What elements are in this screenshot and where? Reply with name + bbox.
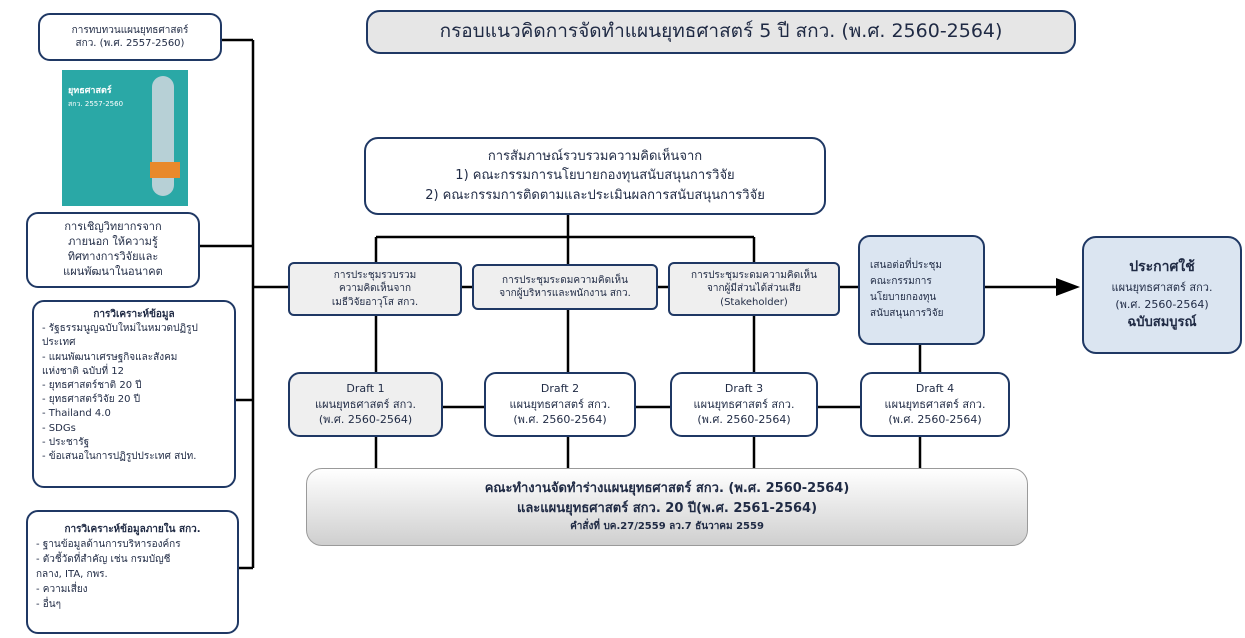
internal-item: - ฐานข้อมูลด้านการบริหารองค์กร xyxy=(36,539,181,550)
committee-line: คณะทำงานจัดทำร่างแผนยุทธศาสตร์ สกว. (พ.ศ… xyxy=(484,481,850,497)
committee-order: คำสั่งที่ บค.27/2559 ลว.7 ธันวาคม 2559 xyxy=(570,521,764,533)
meeting-box-staff: การประชุมระดมความคิดเห็น จากผู้บริหารและ… xyxy=(472,264,658,310)
meeting-line: จากผู้บริหารและพนักงาน สกว. xyxy=(499,288,631,299)
draft-2-box: Draft 2 แผนยุทธศาสตร์ สกว. (พ.ศ. 2560-25… xyxy=(484,372,636,437)
analysis-item: - แผนพัฒนาเศรษฐกิจและสังคม xyxy=(42,351,178,363)
internal-item: - อื่นๆ xyxy=(36,599,61,610)
announce-line: (พ.ศ. 2560-2564) xyxy=(1115,297,1209,311)
expert-box: การเชิญวิทยากรจาก ภายนอก ให้ความรู้ ทิศท… xyxy=(26,212,200,288)
expert-line: การเชิญวิทยากรจาก xyxy=(64,220,162,234)
internal-item: - ตัวชี้วัดที่สำคัญ เช่น กรมบัญชี xyxy=(36,554,171,565)
cover-stripe xyxy=(152,76,174,196)
analysis-item: ประเทศ xyxy=(42,337,76,349)
diagram-title: กรอบแนวคิดการจัดทำแผนยุทธศาสตร์ 5 ปี สกว… xyxy=(439,20,1003,43)
draft-4-box: Draft 4 แผนยุทธศาสตร์ สกว. (พ.ศ. 2560-25… xyxy=(860,372,1010,437)
interview-line: 2) คณะกรรมการติดตามและประเมินผลการสนับสน… xyxy=(425,187,765,203)
expert-line: ทิศทางการวิจัยและ xyxy=(67,250,159,263)
draft-3-box: Draft 3 แผนยุทธศาสตร์ สกว. (พ.ศ. 2560-25… xyxy=(670,372,818,437)
meeting-line: (Stakeholder) xyxy=(720,296,788,308)
propose-line: คณะกรรมการ xyxy=(870,276,932,287)
internal-heading: การวิเคราะห์ข้อมูลภายใน สกว. xyxy=(64,524,201,535)
meeting-line: เมธีวิจัยอาวุโส สกว. xyxy=(331,296,419,308)
draft-line: แผนยุทธศาสตร์ สกว. xyxy=(884,397,986,411)
analysis-item: - ยุทธศาสตร์ชาติ 20 ปี xyxy=(42,379,142,391)
diagram-title-box: กรอบแนวคิดการจัดทำแผนยุทธศาสตร์ 5 ปี สกว… xyxy=(366,10,1076,54)
expert-line: ภายนอก ให้ความรู้ xyxy=(68,235,158,249)
analysis-box: การวิเคราะห์ข้อมูล - รัฐธรรมนูญฉบับใหม่ใ… xyxy=(32,300,236,488)
cover-orange-band xyxy=(150,162,180,178)
analysis-item: - ข้อเสนอในการปฏิรูปประเทศ สปท. xyxy=(42,450,197,462)
draft-1-box: Draft 1 แผนยุทธศาสตร์ สกว. (พ.ศ. 2560-25… xyxy=(288,372,443,437)
interview-line: 1) คณะกรรมการนโยบายกองทุนสนับสนุนการวิจั… xyxy=(455,168,735,184)
analysis-item: - SDGs xyxy=(42,422,76,434)
meeting-line: การประชุมระดมความคิดเห็น xyxy=(502,274,628,286)
analysis-item: - รัฐธรรมนูญฉบับใหม่ในหมวดปฏิรูป xyxy=(42,323,198,335)
meeting-box-senior-researchers: การประชุมรวบรวม ความคิดเห็นจาก เมธีวิจัย… xyxy=(288,262,462,316)
draft-line: แผนยุทธศาสตร์ สกว. xyxy=(315,397,416,411)
draft-label: Draft 1 xyxy=(346,381,385,395)
meeting-line: ความคิดเห็นจาก xyxy=(338,283,412,295)
propose-line: เสนอต่อที่ประชุม xyxy=(870,260,942,271)
draft-label: Draft 2 xyxy=(540,381,580,395)
draft-line: (พ.ศ. 2560-2564) xyxy=(888,413,982,427)
propose-box: เสนอต่อที่ประชุม คณะกรรมการ นโยบายกองทุน… xyxy=(858,235,985,345)
internal-item: กลาง, ITA, กพร. xyxy=(36,569,108,580)
interview-line: การสัมภาษณ์รวบรวมความคิดเห็นจาก xyxy=(487,148,703,164)
meeting-line: การประชุมรวบรวม xyxy=(333,269,417,281)
analysis-item: - Thailand 4.0 xyxy=(42,408,111,420)
meeting-box-stakeholders: การประชุมระดมความคิดเห็น จากผู้มีส่วนได้… xyxy=(668,262,840,316)
committee-line: และแผนยุทธศาสตร์ สกว. 20 ปี(พ.ศ. 2561-25… xyxy=(516,501,818,517)
internal-item: - ความเสี่ยง xyxy=(36,584,88,595)
analysis-heading: การวิเคราะห์ข้อมูล xyxy=(93,309,175,320)
announce-title: ประกาศใช้ xyxy=(1129,259,1195,276)
review-line: สกว. (พ.ศ. 2557-2560) xyxy=(75,38,185,49)
draft-line: แผนยุทธศาสตร์ สกว. xyxy=(509,397,611,411)
draft-line: (พ.ศ. 2560-2564) xyxy=(318,413,413,427)
draft-label: Draft 3 xyxy=(724,381,764,395)
internal-analysis-box: การวิเคราะห์ข้อมูลภายใน สกว. - ฐานข้อมูล… xyxy=(26,510,239,634)
draft-line: (พ.ศ. 2560-2564) xyxy=(513,413,607,427)
announce-box: ประกาศใช้ แผนยุทธศาสตร์ สกว. (พ.ศ. 2560-… xyxy=(1082,236,1242,354)
draft-label: Draft 4 xyxy=(915,381,955,395)
review-line: การทบทวนแผนยุทธศาสตร์ xyxy=(71,24,189,36)
propose-line: นโยบายกองทุน xyxy=(870,292,937,303)
draft-line: (พ.ศ. 2560-2564) xyxy=(697,413,791,427)
cover-title: ยุทธศาสตร์ xyxy=(68,86,112,96)
strategy-book-cover-image: ยุทธศาสตร์ สกว. 2557-2560 xyxy=(62,70,188,206)
analysis-item: แห่งชาติ ฉบับที่ 12 xyxy=(42,365,124,377)
propose-line: สนับสนุนการวิจัย xyxy=(870,308,944,319)
committee-box: คณะทำงานจัดทำร่างแผนยุทธศาสตร์ สกว. (พ.ศ… xyxy=(306,468,1028,546)
analysis-item: - ประชารัฐ xyxy=(42,436,90,448)
review-box: การทบทวนแผนยุทธศาสตร์ สกว. (พ.ศ. 2557-25… xyxy=(38,13,222,61)
meeting-line: จากผู้มีส่วนได้ส่วนเสีย xyxy=(707,283,801,295)
announce-line: ฉบับสมบูรณ์ xyxy=(1127,314,1197,330)
cover-subtitle: สกว. 2557-2560 xyxy=(68,100,124,108)
interview-box: การสัมภาษณ์รวบรวมความคิดเห็นจาก 1) คณะกร… xyxy=(364,137,826,215)
meeting-line: การประชุมระดมความคิดเห็น xyxy=(691,269,817,281)
announce-line: แผนยุทธศาสตร์ สกว. xyxy=(1111,280,1213,294)
draft-line: แผนยุทธศาสตร์ สกว. xyxy=(693,397,795,411)
expert-line: แผนพัฒนาในอนาคต xyxy=(63,264,163,278)
analysis-item: - ยุทธศาสตร์วิจัย 20 ปี xyxy=(42,394,141,406)
